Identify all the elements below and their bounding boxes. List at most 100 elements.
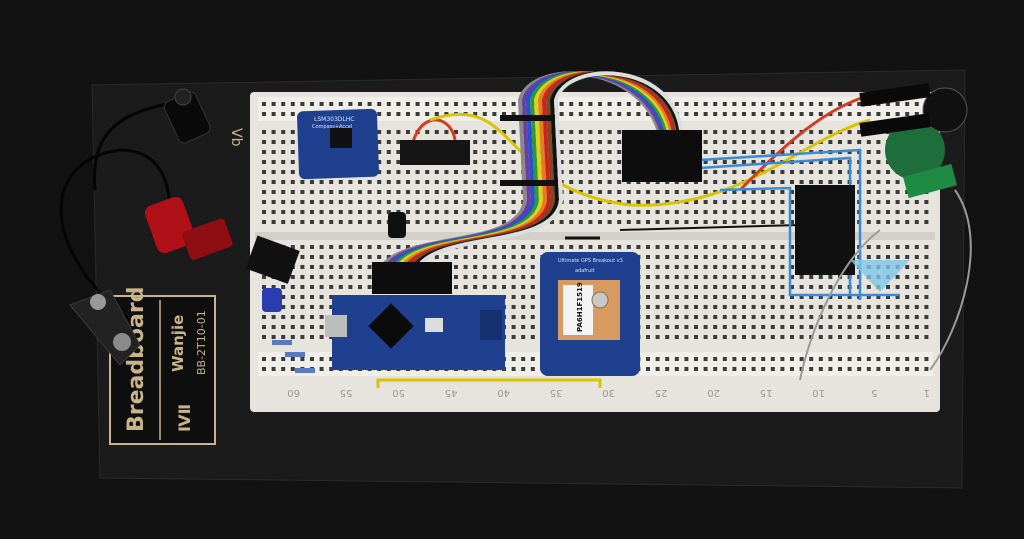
hole [319,190,324,194]
hole [329,245,334,249]
hole [367,245,372,249]
hole [598,180,602,184]
hole [895,275,900,279]
hole [338,210,343,214]
hole [559,210,564,214]
hole [329,265,334,269]
hole [828,160,833,164]
hole [694,367,698,371]
hole [655,255,660,259]
hole [511,357,516,361]
hole [329,190,334,194]
hole [271,357,276,361]
hole [866,160,871,164]
hole [310,295,314,299]
hole [655,357,660,361]
hole [722,140,727,144]
hole [290,325,295,329]
hole [502,200,506,204]
hole [809,325,814,329]
hole [290,200,295,204]
hole [799,325,804,329]
hole [742,140,746,144]
hole [694,357,698,361]
hole [617,220,622,224]
hole [703,150,708,154]
hole [377,160,382,164]
hole [329,285,334,289]
hole [598,220,602,224]
hole [742,210,746,214]
column-number: 20 [707,387,720,398]
hole [790,295,794,299]
hole [857,130,862,134]
hole [703,210,708,214]
hole [358,210,362,214]
hole [713,357,718,361]
hole [655,245,660,249]
hole [780,357,785,361]
hole [790,200,794,204]
hole [473,210,478,214]
hole [492,140,497,144]
hole [319,285,324,289]
hole [482,220,487,224]
hole [876,170,881,174]
hole [895,357,900,361]
hole [694,210,698,214]
hole [924,305,929,309]
hole [454,265,458,269]
hole [358,190,362,194]
hole [866,315,871,319]
hole [502,102,506,106]
hole [310,220,314,224]
hole [770,367,775,371]
hole [607,140,612,144]
capacitor-2 [388,212,406,238]
hole [828,275,833,279]
hole [646,275,650,279]
hole [722,275,727,279]
hole [876,150,881,154]
hole [310,357,314,361]
hole [838,357,842,361]
hole [905,315,910,319]
hole [761,255,766,259]
hole [511,265,516,269]
hole [713,315,718,319]
hole [780,210,785,214]
hole [751,357,756,361]
hole [790,170,794,174]
hole [847,150,852,154]
hole [751,305,756,309]
hole [473,200,478,204]
hole [588,220,593,224]
capacitor [262,288,282,312]
hole [310,325,314,329]
hole [770,190,775,194]
hole [886,285,890,289]
hole [598,200,602,204]
hole [290,112,295,116]
hole [415,190,420,194]
hole [319,102,324,106]
hole [377,210,382,214]
hole [732,200,737,204]
hole [367,200,372,204]
hole [770,315,775,319]
hole [502,245,506,249]
hole [482,170,487,174]
hole [770,112,775,116]
hole [665,190,670,194]
hole [713,295,718,299]
hole [828,315,833,319]
black-lead-wire [59,148,172,322]
hole [396,170,401,174]
hole [732,367,737,371]
hole [838,305,842,309]
hole [886,325,890,329]
hole [838,335,842,339]
hole [876,180,881,184]
column-number: 60 [287,387,300,398]
hole [290,210,295,214]
